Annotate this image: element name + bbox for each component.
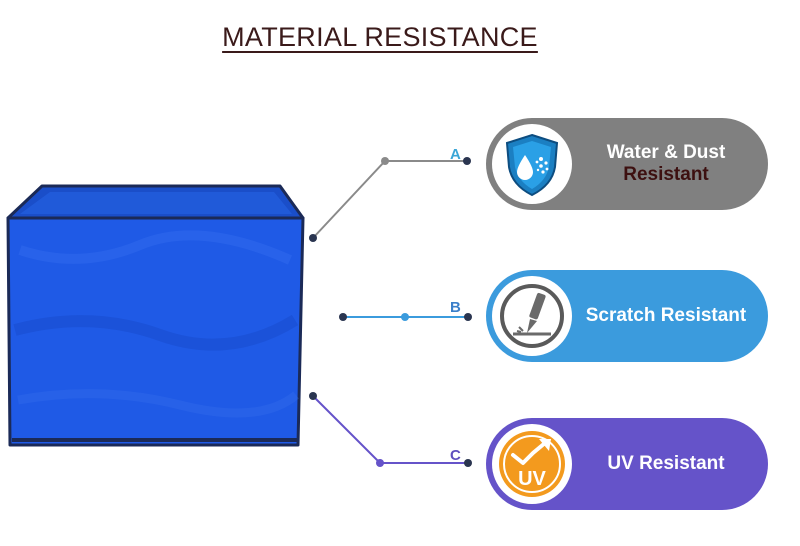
- blue-cover-illustration: [6, 184, 305, 447]
- feature-water-dust: Water & Dust Resistant: [486, 118, 768, 210]
- feature-scratch: Scratch Resistant: [486, 270, 768, 362]
- feature-title: Scratch Resistant: [585, 305, 747, 326]
- feature-label: Water & Dust Resistant: [578, 118, 754, 210]
- feature-title: Water & Dust: [606, 142, 726, 163]
- connector-c: [309, 392, 472, 467]
- letter-a: A: [450, 146, 461, 163]
- feature-label: UV Resistant: [578, 418, 754, 510]
- svg-text:UV: UV: [518, 468, 546, 490]
- page-title: MATERIAL RESISTANCE: [222, 22, 538, 52]
- uv-arrow-icon: UV: [492, 424, 572, 504]
- scratch-needle-icon: [492, 276, 572, 356]
- letter-b: B: [450, 299, 461, 316]
- water-dust-shield-icon: [492, 124, 572, 204]
- feature-title: UV Resistant: [607, 453, 725, 474]
- feature-label: Scratch Resistant: [578, 270, 754, 362]
- feature-uv: UV UV Resistant: [486, 418, 768, 510]
- letter-c: C: [450, 447, 461, 464]
- connector-a: [309, 157, 471, 242]
- connector-b: [339, 313, 472, 321]
- feature-subtitle: Resistant: [623, 164, 709, 185]
